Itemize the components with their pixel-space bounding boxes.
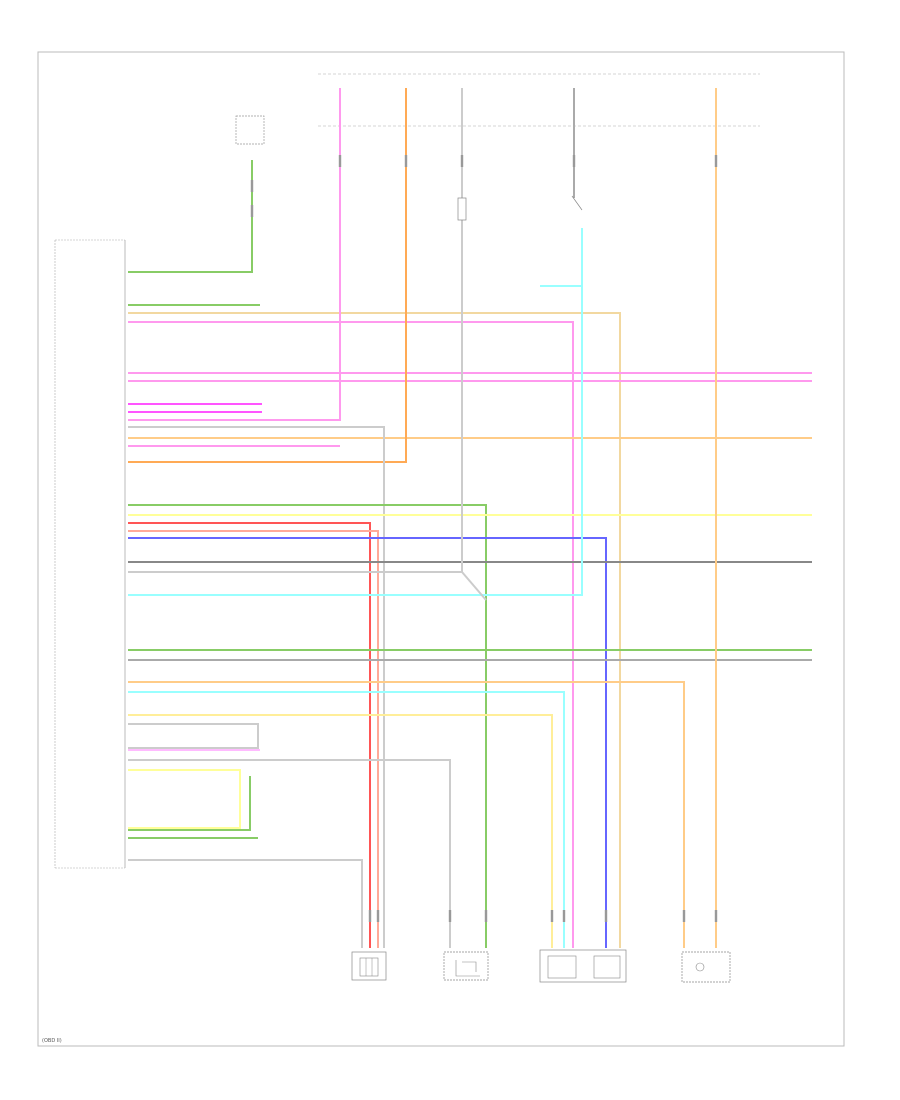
- connector-marks: [250, 155, 718, 922]
- connector-mark-6: [250, 205, 254, 217]
- wire-33: [128, 859, 363, 948]
- wire-17: [128, 537, 607, 948]
- relay-box: [235, 115, 265, 145]
- wire-15: [128, 522, 371, 948]
- connector-mark-9: [448, 910, 452, 922]
- wire-8: [128, 88, 341, 421]
- wire-31: [128, 776, 251, 831]
- wire-37: [461, 571, 487, 601]
- component-3: [539, 949, 627, 983]
- wire-3: [128, 321, 574, 948]
- connector-mark-11: [550, 910, 554, 922]
- connector-mark-0: [338, 155, 342, 167]
- connector-mark-3: [572, 155, 576, 167]
- connector-mark-8: [376, 910, 380, 922]
- connector-mark-12: [562, 910, 566, 922]
- wire-30: [128, 769, 241, 829]
- component-1: [351, 951, 387, 981]
- connector-mark-4: [714, 155, 718, 167]
- connector-mark-1: [404, 155, 408, 167]
- wire-27: [128, 723, 259, 749]
- connector-mark-7: [368, 910, 372, 922]
- connector-mark-15: [714, 910, 718, 922]
- diagram-border: [37, 51, 845, 1047]
- wire-25: [128, 691, 565, 948]
- wire-29: [128, 759, 451, 948]
- connector-mark-2: [460, 155, 464, 167]
- footer-code: (OBD II): [42, 1038, 62, 1044]
- wire-11: [128, 88, 407, 463]
- control-module: [54, 239, 126, 869]
- connector-mark-10: [484, 910, 488, 922]
- wire-0: [128, 160, 253, 273]
- connector-mark-14: [682, 910, 686, 922]
- component-4: [681, 951, 731, 983]
- component-2: [443, 951, 489, 981]
- wire-24: [128, 681, 685, 948]
- wires-group: [128, 88, 812, 948]
- wire-20: [128, 228, 583, 596]
- connector-mark-5: [250, 180, 254, 192]
- wire-12: [128, 426, 385, 948]
- wire-26: [128, 714, 553, 948]
- sensor-switch: [457, 195, 583, 221]
- wire-2: [128, 312, 621, 948]
- fuse-block: [318, 73, 760, 127]
- connector-mark-13: [604, 910, 608, 922]
- wire-13: [128, 504, 487, 948]
- wire-16: [128, 530, 379, 948]
